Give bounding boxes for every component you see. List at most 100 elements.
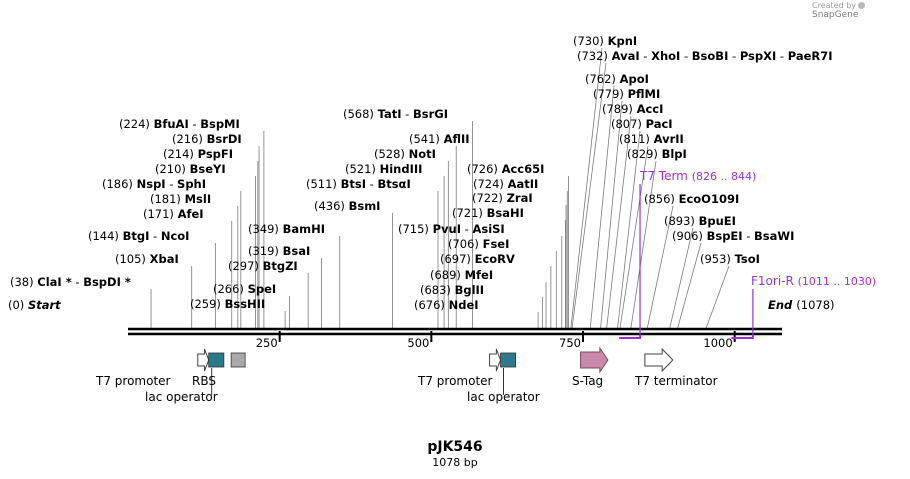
site-leader — [589, 85, 615, 329]
restriction-site-label[interactable]: (0) Start — [8, 298, 61, 312]
restriction-site-label[interactable]: (811) AvrII — [619, 132, 684, 146]
restriction-site-label[interactable]: (210) BseYI — [155, 162, 226, 176]
restriction-site-label[interactable]: (568) TatI - BsrGI — [343, 107, 448, 121]
restriction-site-label[interactable]: (266) SpeI — [213, 282, 276, 296]
name-separator: - — [743, 229, 754, 243]
restriction-site-label[interactable]: (829) BlpI — [627, 147, 687, 161]
restriction-site-label[interactable]: (715) PvuI - AsiSI — [398, 222, 505, 236]
enzyme-name: NdeI — [449, 298, 479, 312]
restriction-site-label[interactable]: (181) MslI — [150, 192, 211, 206]
rbs-box[interactable] — [230, 352, 246, 368]
enzyme-name: AatII — [508, 177, 539, 191]
site-position: (210) — [155, 162, 190, 176]
restriction-site-label[interactable]: (762) ApoI — [585, 72, 649, 86]
enzyme-name: AvrII — [654, 132, 684, 146]
restriction-site-label[interactable]: (528) NotI — [374, 147, 436, 161]
restriction-site-label[interactable]: (689) MfeI — [430, 268, 493, 282]
operator-box[interactable] — [500, 352, 517, 368]
enzyme-name: ZraI — [507, 191, 533, 205]
enzyme-name: BsaWI — [754, 229, 794, 243]
tag-arrow[interactable] — [580, 346, 609, 374]
site-position: (349) — [248, 222, 283, 236]
watermark-brand: SnapGene — [812, 10, 859, 20]
site-position: (297) — [228, 259, 263, 273]
restriction-site-label[interactable]: (224) BfuAI - BspMI — [119, 117, 240, 131]
promoter-arrow[interactable] — [197, 348, 210, 372]
enzyme-name: BtsαI — [377, 177, 410, 191]
restriction-site-label[interactable]: (144) BtgI - NcoI — [88, 229, 189, 243]
site-position: (186) — [102, 177, 137, 191]
site-position: (856) — [644, 192, 679, 206]
operator-box[interactable] — [208, 352, 225, 368]
restriction-site-label[interactable]: (171) AfeI — [143, 207, 204, 221]
site-position: (722) — [472, 191, 507, 205]
restriction-site-label[interactable]: (906) BspEI - BsaWI — [672, 229, 794, 243]
enzyme-name: BsrGI — [413, 107, 448, 121]
enzyme-name: BfuAI — [154, 117, 189, 131]
restriction-site-label[interactable]: (721) BsaHI — [452, 206, 524, 220]
restriction-site-label[interactable]: (38) ClaI * - BspDI * — [10, 275, 131, 289]
restriction-site-label[interactable]: (697) EcoRV — [440, 252, 515, 266]
name-separator: - — [72, 275, 83, 289]
restriction-site-label[interactable]: (676) NdeI — [414, 298, 479, 312]
restriction-site-label[interactable]: (724) AatII — [473, 177, 538, 191]
site-position: (953) — [700, 252, 735, 266]
restriction-site-label[interactable]: (893) BpuEI — [664, 214, 736, 228]
site-position: (726) — [467, 162, 502, 176]
site-position: (521) — [345, 162, 380, 176]
restriction-site-label[interactable]: (186) NspI - SphI — [102, 177, 206, 191]
restriction-site-label[interactable]: (953) TsoI — [700, 252, 760, 266]
restriction-site-label[interactable]: (683) BglII — [420, 283, 484, 297]
site-position: (105) — [115, 252, 150, 266]
restriction-site-label[interactable]: (511) BtsI - BtsαI — [306, 177, 411, 191]
name-separator: - — [461, 222, 472, 236]
restriction-site-label[interactable]: (789) AccI — [602, 102, 663, 116]
primer-range: (826 .. 844) — [692, 170, 757, 183]
enzyme-name: BpuEI — [699, 214, 736, 228]
enzyme-name: BamHI — [283, 222, 325, 236]
restriction-site-label[interactable]: (706) FseI — [448, 237, 509, 251]
enzyme-name: FseI — [483, 237, 510, 251]
restriction-site-label[interactable]: (214) PspFI — [163, 147, 233, 161]
restriction-site-label[interactable]: (216) BsrDI — [172, 132, 242, 146]
restriction-site-label[interactable]: (726) Acc65I — [467, 162, 544, 176]
site-position: (732) — [577, 49, 612, 63]
primer-arrow — [619, 335, 642, 339]
enzyme-name: AfeI — [178, 207, 204, 221]
primer-label[interactable]: F1ori-R (1011 .. 1030) — [751, 274, 876, 288]
enzyme-name: PvuI — [433, 222, 461, 236]
enzyme-name: PspXI — [740, 49, 776, 63]
primer-label[interactable]: T7 Term (826 .. 844) — [639, 169, 756, 183]
restriction-site-label[interactable]: (319) BsaI — [248, 244, 310, 258]
site-leader — [630, 160, 657, 329]
restriction-site-label[interactable]: (259) BssHII — [190, 297, 265, 311]
restriction-site-label[interactable]: (730) KpnI — [573, 34, 637, 48]
enzyme-name: BsrDI — [207, 132, 242, 146]
restriction-site-label[interactable]: (105) XbaI — [115, 252, 179, 266]
enzyme-name: EcoO109I — [679, 192, 740, 206]
site-position: (144) — [88, 229, 123, 243]
site-position: (171) — [143, 207, 178, 221]
site-leader — [646, 205, 674, 329]
restriction-site-label[interactable]: (297) BtgZI — [228, 259, 298, 273]
restriction-site-label[interactable]: (732) AvaI - XhoI - BsoBI - PspXI - PaeR… — [577, 49, 833, 63]
restriction-site-label[interactable]: (541) AflII — [409, 132, 470, 146]
site-leader-lines — [150, 47, 730, 329]
enzyme-name: TatI — [378, 107, 402, 121]
restriction-site-label[interactable]: End (1078) — [768, 298, 835, 312]
enzyme-name: BglII — [455, 283, 485, 297]
restriction-site-label[interactable]: (722) ZraI — [472, 191, 533, 205]
name-separator: - — [166, 177, 177, 191]
terminator-arrow[interactable] — [644, 347, 674, 373]
enzyme-name: PspFI — [198, 147, 233, 161]
site-position: (779) — [593, 87, 628, 101]
restriction-site-label[interactable]: (856) EcoO109I — [644, 192, 739, 206]
site-position: (259) — [190, 297, 225, 311]
restriction-site-label[interactable]: (521) HindIII — [345, 162, 422, 176]
promoter-arrow[interactable] — [489, 348, 502, 372]
restriction-site-label[interactable]: (807) PacI — [611, 117, 673, 131]
restriction-site-label[interactable]: (349) BamHI — [248, 222, 325, 236]
restriction-site-label[interactable]: (436) BsmI — [314, 199, 380, 213]
restriction-site-label[interactable]: (779) PflMI — [593, 87, 660, 101]
